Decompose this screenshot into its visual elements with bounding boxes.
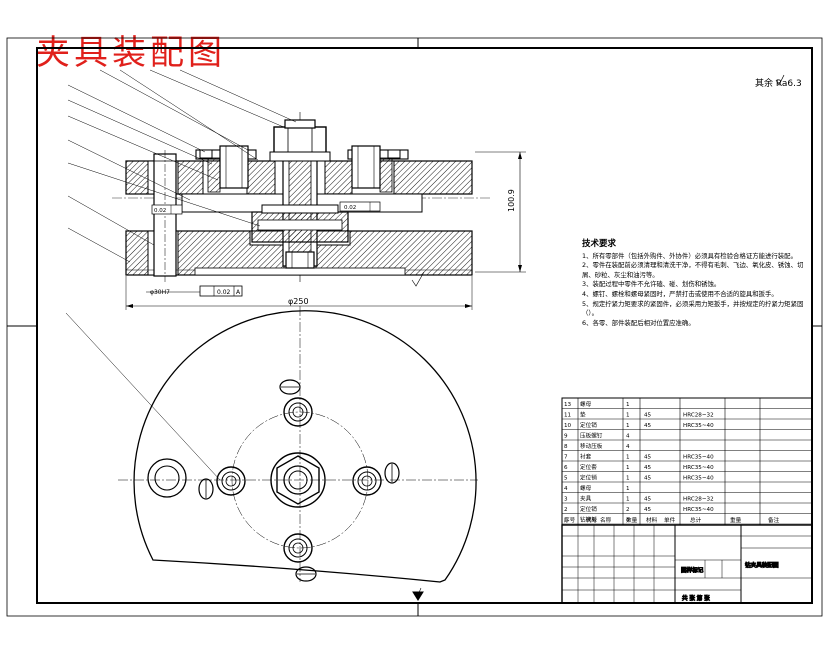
technical-requirements: 技术要求 1、所有零部件（包括外购件、外协件）必须具有检验合格证方能进行装配。 … [582, 239, 812, 328]
bom-header-cell: 单件 [664, 516, 676, 524]
bom-cell: 45 [644, 455, 652, 461]
bom-cell: 2 [564, 507, 568, 513]
bom-cell: 8 [564, 444, 568, 450]
bom-cell: 2 [626, 507, 630, 513]
bom-cell: 螺母 [580, 484, 592, 492]
bom-cell: HRC28~32 [683, 413, 714, 419]
tolerance-value-right: 0.02 [344, 205, 356, 211]
bom-cell: 1 [564, 518, 568, 524]
bom-cell: HRC35~40 [683, 476, 714, 482]
bom-cell: 1 [626, 497, 630, 503]
hole-fit-dim: φ30H7 [150, 289, 170, 296]
bom-cell: 1 [626, 423, 630, 429]
bom-cell: 9 [564, 434, 568, 440]
sheet-border [6, 37, 823, 617]
leader-lines [65, 69, 297, 481]
bom-cell: 定位销 [580, 474, 597, 482]
bom-cell: 45 [644, 423, 652, 429]
bom-cell: 45 [644, 465, 652, 471]
bom-header-cell: 重量 [730, 516, 742, 524]
bom-cell: 13 [564, 402, 572, 408]
bom-cell: 压板螺钉 [580, 432, 603, 440]
tolerance-value: 0.02 [217, 289, 231, 296]
sheet-label: 共 张 第 张 [682, 594, 710, 602]
bom-cell: 45 [644, 476, 652, 482]
bom-cell: 衬套 [580, 453, 592, 461]
bom-cell: 11 [564, 413, 572, 419]
bom-cell: 45 [644, 507, 652, 513]
bom-cell: 4 [564, 486, 568, 492]
plan-view [118, 306, 478, 583]
tech-line: 2、零件在装配前必须清理和清洗干净，不得有毛刺、飞边、氧化皮、锈蚀、切屑、砂粒、… [582, 261, 804, 279]
tech-heading: 技术要求 [582, 239, 617, 249]
bom-cell: 45 [644, 413, 652, 419]
height-dim: 100.9 [507, 189, 516, 212]
bom-cell: 10 [564, 423, 572, 429]
title-block: 钻夹具装配图 图样标记 共 张 第 张 [561, 524, 813, 604]
bom-cell: 螺母 [580, 400, 592, 408]
bom-cell: 7 [564, 455, 568, 461]
bom-cell: 45 [644, 497, 652, 503]
bom-cell: 6 [564, 465, 568, 471]
bom-cell: 4 [626, 444, 630, 450]
tech-line: 5、规定拧紧力矩要求的紧固件，必须采用力矩扳手，并按规定的拧紧力矩紧固（）。 [582, 299, 804, 318]
datum-label: A [236, 289, 241, 296]
bom-cell: 3 [564, 497, 568, 503]
diameter-dim: φ250 [288, 297, 309, 306]
bom-cell: 1 [626, 402, 630, 408]
bom-cell: 4 [626, 434, 630, 440]
scale-label: 图样标记 [681, 566, 704, 574]
bom-cell: 1 [626, 486, 630, 492]
bom-cell: 定位销 [580, 421, 597, 429]
bom-header-cell: 数量 [626, 516, 638, 524]
bom-header-cell: 总计 [690, 516, 702, 524]
bom-cell: 1 [626, 413, 630, 419]
bom-header-cell: 材料 [646, 516, 658, 524]
bom-header-cell: 备注 [768, 516, 780, 524]
bom-cell: 定位销 [580, 505, 597, 513]
bom-cell: HRC35~40 [683, 507, 714, 513]
bom-cell: 1 [626, 455, 630, 461]
bom-cell: 4 [626, 518, 630, 524]
bom-cell: 1 [626, 465, 630, 471]
tech-line: 3、装配过程中零件不允许磕、碰、划伤和锈蚀。 [582, 280, 721, 289]
drawing-title: 夹具装配图 [36, 33, 226, 73]
bom-header-cell: 序号 [564, 516, 576, 524]
bom-cell: HRC28~32 [683, 497, 714, 503]
bom-cell: 钻模板 [580, 516, 597, 524]
drawing-name: 钻夹具装配图 [745, 561, 779, 569]
bom-cell: HRC35~40 [683, 465, 714, 471]
bom-cell: HRC35~40 [683, 455, 714, 461]
section-view [112, 74, 785, 596]
tolerance-value-left: 0.02 [154, 208, 166, 214]
bom-cell: 定位套 [580, 463, 597, 471]
tech-line: 1、所有零部件（包括外购件、外协件）必须具有检验合格证方能进行装配。 [582, 251, 797, 260]
tech-line: 4、螺钉、螺栓和螺母紧固时，严禁打击或使用不合适的旋具和扳手。 [582, 289, 778, 298]
bom-header-cell: 代号 [586, 516, 598, 524]
bom-header-cell: 名称 [600, 516, 612, 524]
bom-cell: 1 [626, 476, 630, 482]
bom-cell: HRC35~40 [683, 423, 714, 429]
bom-cell: 移动压板 [580, 442, 603, 450]
bom-cell: 垫 [580, 411, 586, 419]
bom-cell: 夹具 [580, 495, 592, 503]
tech-line: 6、各零、部件装配后相对位置应准确。 [582, 318, 695, 327]
bom-cell: 5 [564, 476, 568, 482]
